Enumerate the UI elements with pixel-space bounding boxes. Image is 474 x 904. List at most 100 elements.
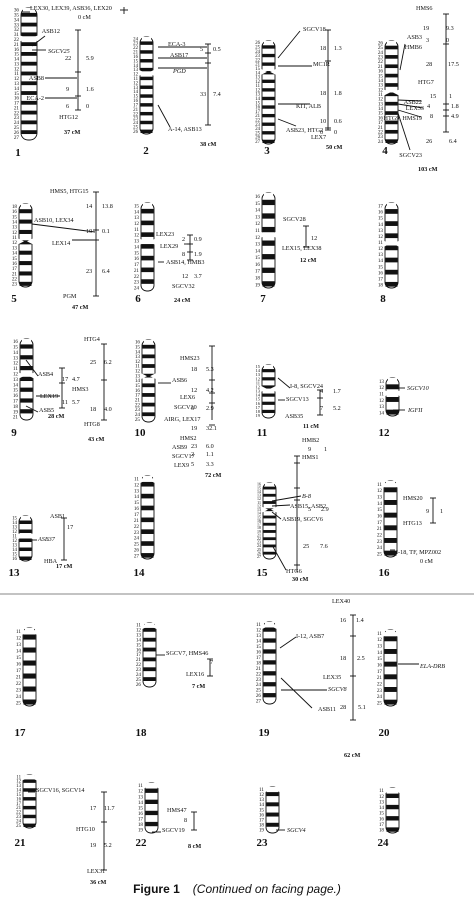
marker-label: LEX9 [174,462,189,469]
distance-value: 10 [86,228,92,235]
connector-line [31,35,46,47]
distance-value: 0.9 [194,236,202,243]
chromosome-8-band-label: 17 [378,204,384,210]
chromosome-9-band-label: 21 [13,415,19,421]
chromosome-8-band-label: 14 [378,222,384,228]
marker-label: ASB22 [404,99,422,106]
distance-value: 32.1 [206,425,217,432]
marker-label: B-8 [302,493,312,500]
chromosome-3-band [262,105,275,109]
chromosome-11-band-label: 14 [256,368,261,373]
chromosome-6-centromere [140,238,155,245]
connector-line [277,30,301,59]
chromosome-11-band-label: 13 [256,389,261,394]
marker-label: KIT, ALB [296,103,321,110]
chromosome-2-band [140,59,153,63]
chromosome-4-band-label: 12 [378,97,384,103]
chromosome-3-band [262,79,275,83]
chromosome-18-band [143,637,156,642]
chromosome-9-band-label: 14 [13,350,19,356]
chromosome-3-band [262,122,275,126]
chromosome-20-band [384,674,397,680]
chromosome-19-band [263,638,276,643]
chromosome-17-band [23,660,36,666]
marker-label: ECA-3 [168,41,186,48]
chromosome-5-band-label: 12 [12,240,18,246]
marker-label: SGCV10 [407,385,430,392]
distance-value: 25 [90,359,96,366]
chromosome-1-band-label: 16 [14,96,20,102]
chromosome-11-band-label: 15 [256,364,261,369]
chromosome-12-band-label: 13 [379,404,385,410]
chromosome-9-band [20,344,33,349]
chromosome-13-band [19,529,32,534]
chromosome-8-band-label: 15 [378,264,384,270]
chromosome-3-band-label: 21 [255,114,260,119]
distance-value: 14 [86,203,92,210]
chromosome-4-band-label: 25 [378,45,384,51]
chromosome-11-band-label: 13 [256,372,261,377]
chromosome-5-band [19,261,32,266]
chromosome-7-band-label: 16 [255,262,261,268]
marker-label: ASB17 [170,52,188,59]
marker-label: HMS2 [180,435,197,442]
chromosome-20-band-label: 16 [377,662,383,668]
chromosome-number-16: 16 [379,567,391,579]
distance-value: 1.1 [206,451,214,458]
distance-value: 10 [320,118,326,125]
chromosome-19-band-label: 25 [256,688,262,694]
chromosome-3-band-label: 12 [255,88,260,93]
chromosome-11-band-label: 16 [256,401,261,406]
chromosome-6-band-label: 17 [134,262,140,268]
marker-label: HTG10 [76,826,95,833]
chromosome-1-band-label: 31 [14,32,20,38]
chromosome-19-band-label: 17 [256,655,262,661]
chromosome-2-band [140,76,153,81]
distance-value: 13.8 [102,203,113,210]
chromosome-10-band-label: 24 [135,412,141,418]
chromosome-22-band [145,799,158,804]
chromosome-15-band-label: 16 [257,482,261,487]
marker-label: HBA [44,558,58,565]
chromosome-15-telomere [265,483,274,487]
linkage-total: 17 cM [56,563,72,570]
chromosome-21-band-label: 21 [16,806,21,811]
chromosome-21-band-label: 23 [16,815,21,820]
chromosome-3-band-label: 22 [255,118,260,123]
chromosome-15-band-label: 26 [257,550,261,555]
distance-value: 1.3 [334,45,342,52]
chromosome-13-band-label: 13 [12,543,17,548]
marker-label: SGCV18 [303,26,326,33]
chromosome-15-band-label: 11 [257,500,261,505]
chromosome-22-band-label: 18 [138,822,144,828]
chromosome-2-band [140,67,153,72]
distance-value: 2 [191,451,194,458]
chromosome-11-band-label: 18 [256,409,261,414]
chromosome-4-band-label: 11 [378,92,383,98]
chromosome-4-band [385,92,398,97]
chromosome-2-band [140,111,153,116]
linkage-total: 47 cM [72,304,88,311]
chromosome-4-band-label: 21 [378,64,384,70]
chromosome-18-band [143,627,156,632]
linkage-total: 103 cM [418,166,438,173]
chromosome-22-band-label: 11 [138,783,143,789]
chromosome-6-band [141,244,154,249]
chromosome-23-telomere [268,787,277,791]
distance-value: 4 [320,388,323,395]
chromosome-5-band-label: 22 [12,277,18,283]
chromosome-9-band-label: 12 [13,361,19,367]
chromosome-22-band-label: 14 [138,800,144,806]
chromosome-24-band-label: 12 [379,794,385,800]
chromosome-10-band-label: 13 [135,373,141,379]
chromosome-2-centromere [139,69,154,76]
chromosome-2-band [140,129,153,134]
chromosome-24-band-label: 18 [379,828,385,834]
marker-label: SGCV13 [286,396,309,403]
connector-line [271,504,291,507]
marker-label: ASB12 [42,28,60,35]
chromosome-17-band-label: 23 [16,687,22,693]
chromosome-7-band-label: 15 [255,201,261,207]
distance-value: 3.7 [194,273,202,280]
chromosome-2-band-label: 13 [133,86,138,91]
